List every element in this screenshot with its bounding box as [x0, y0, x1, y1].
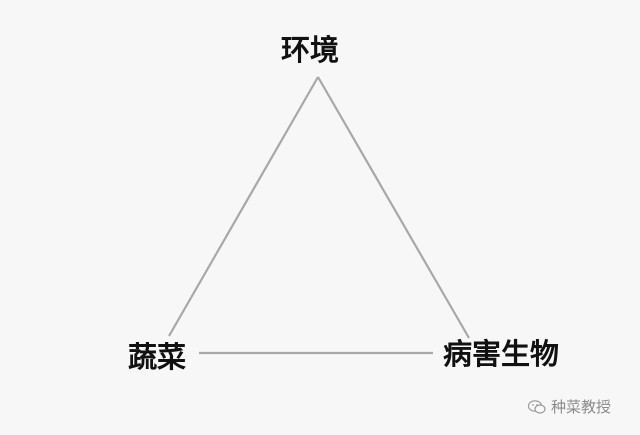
edge-environment-vegetable — [168, 76, 319, 337]
wechat-icon — [527, 399, 546, 414]
watermark: 种菜教授 — [527, 396, 611, 417]
node-vegetable-label: 蔬菜 — [128, 340, 187, 374]
watermark-text: 种菜教授 — [551, 398, 612, 416]
node-environment-label: 环境 — [281, 33, 340, 67]
node-pathogen-label: 病害生物 — [443, 337, 560, 371]
edge-environment-pathogen — [317, 76, 470, 339]
